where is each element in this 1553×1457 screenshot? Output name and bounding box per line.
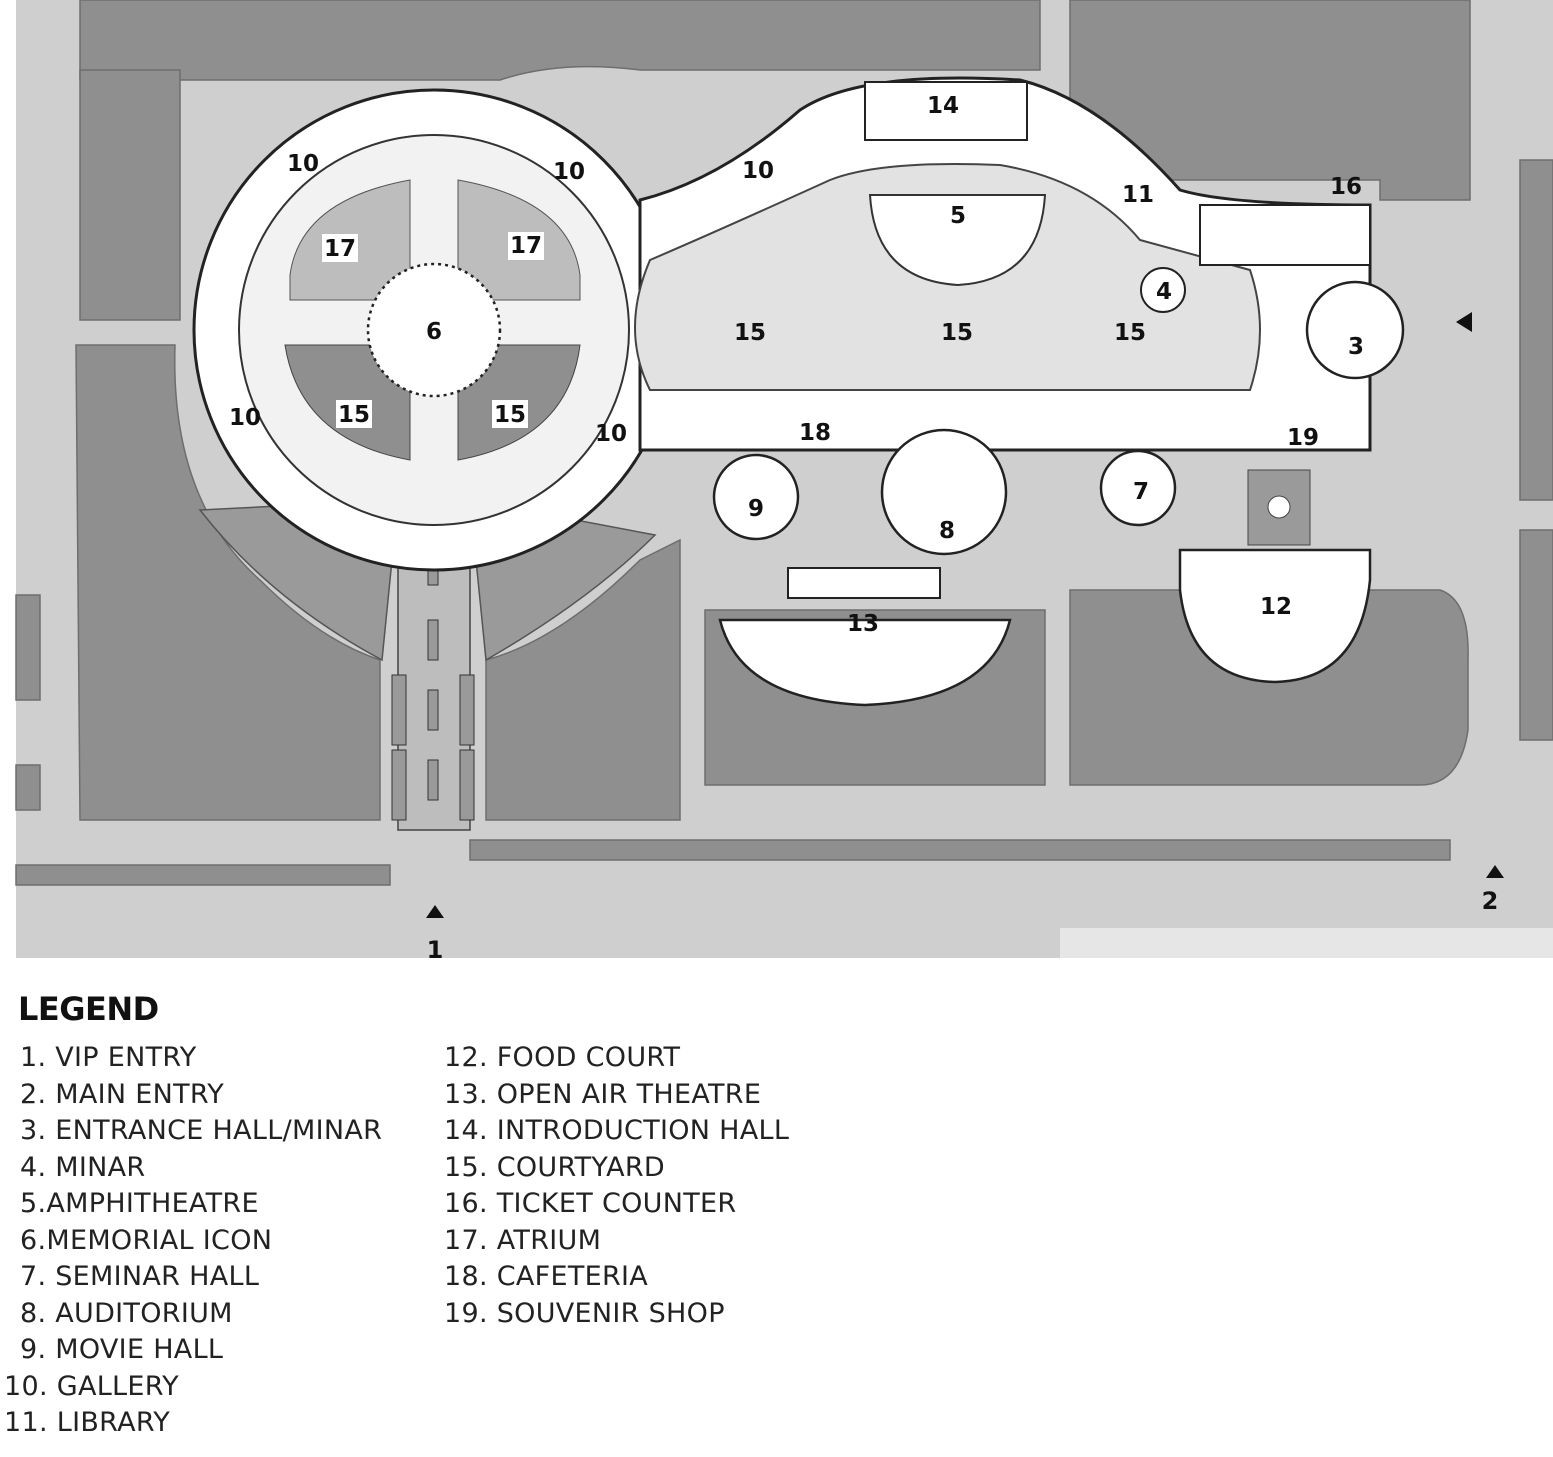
entrance-hall-ring [1305, 280, 1405, 380]
legend-title: LEGEND [18, 990, 159, 1028]
legend-item: 10. GALLERY [4, 1370, 179, 1402]
zone-label: 16 [1330, 174, 1362, 200]
legend-item: 16. TICKET COUNTER [444, 1188, 737, 1219]
legend-item: 7. SEMINAR HALL [20, 1261, 260, 1292]
zone-label: 19 [1287, 425, 1319, 451]
legend-item: 14. INTRODUCTION HALL [444, 1115, 790, 1146]
entry-label-1: 1 [427, 936, 444, 960]
legend-item: 9. MOVIE HALL [20, 1334, 224, 1365]
zone-label: 15 [338, 402, 370, 428]
legend-item: 19. SOUVENIR SHOP [444, 1297, 725, 1329]
legend-item: 6.MEMORIAL ICON [20, 1224, 273, 1256]
entry-arrow-2 [1486, 865, 1504, 878]
zone-label: 12 [1260, 594, 1292, 620]
ticket-block [1199, 204, 1371, 266]
legend-item: 4. MINAR [20, 1151, 146, 1183]
zone-label: 15 [734, 320, 766, 346]
zone-label: 15 [1114, 320, 1146, 346]
movie-hall [712, 453, 800, 541]
legend-item: 17. ATRIUM [444, 1224, 602, 1256]
entry-arrow-1 [426, 905, 444, 918]
zone-label: 6 [426, 319, 442, 345]
road-strip [1060, 928, 1553, 958]
zone-label: 7 [1133, 479, 1149, 505]
legend-item: 12. FOOD COURT [444, 1042, 681, 1073]
plaza-fountain [1267, 495, 1291, 519]
intro-hall [864, 81, 1028, 141]
legend-item: 3. ENTRANCE HALL/MINAR [20, 1115, 383, 1146]
legend-item: 13. OPEN AIR THEATRE [444, 1078, 762, 1110]
zone-labels: 10 10 10 14 11 16 5 17 17 6 4 3 15 15 15… [229, 93, 1364, 637]
legend-column-a: 1. VIP ENTRY 2. MAIN ENTRY 3. ENTRANCE H… [0, 1040, 430, 1442]
entry-arrow-3 [1456, 312, 1472, 332]
zone-label: 10 [595, 421, 627, 447]
lawns [15, 0, 1553, 886]
legend-item: 5.AMPHITHEATRE [20, 1188, 259, 1219]
zone-label: 10 [229, 405, 261, 431]
zone-label: 5 [950, 203, 966, 229]
oat-stage [787, 567, 941, 599]
zone-label: 18 [799, 420, 831, 446]
amphitheatre-bowl [868, 194, 1047, 287]
zone-label: 3 [1348, 334, 1364, 360]
legend-item: 18. CAFETERIA [444, 1261, 649, 1292]
zone-label: 17 [324, 236, 356, 262]
zone-label: 4 [1156, 279, 1172, 305]
legend-item: 15. COURTYARD [444, 1151, 665, 1183]
food-court [1178, 548, 1372, 684]
zone-label: 17 [510, 233, 542, 259]
legend-item: 8. AUDITORIUM [20, 1297, 233, 1329]
zone-label: 8 [939, 518, 955, 544]
zone-label: 10 [742, 158, 774, 184]
entry-label-2: 2 [1482, 887, 1499, 915]
zone-label: 9 [748, 496, 764, 522]
auditorium [880, 428, 1008, 556]
zone-label: 14 [927, 93, 959, 119]
legend-item: 1. VIP ENTRY [20, 1042, 197, 1073]
open-air-theatre [718, 618, 1012, 707]
zone-label: 11 [1122, 182, 1154, 208]
minar-ring [1140, 267, 1186, 313]
zone-label: 10 [553, 159, 585, 185]
zone-label: 13 [847, 611, 879, 637]
legend-column-b: 12. FOOD COURT 13. OPEN AIR THEATRE 14. … [444, 1040, 789, 1332]
memorial-icon-plaza [366, 262, 502, 398]
seminar-hall [1099, 449, 1177, 527]
zone-label: 10 [287, 151, 319, 177]
legend-item: 11. LIBRARY [4, 1407, 171, 1438]
legend-item: 2. MAIN ENTRY [20, 1078, 225, 1110]
zone-label: 15 [494, 402, 526, 428]
zone-label: 15 [941, 320, 973, 346]
site-plan: 10 10 10 14 11 16 5 17 17 6 4 3 15 15 15… [15, 0, 1553, 960]
